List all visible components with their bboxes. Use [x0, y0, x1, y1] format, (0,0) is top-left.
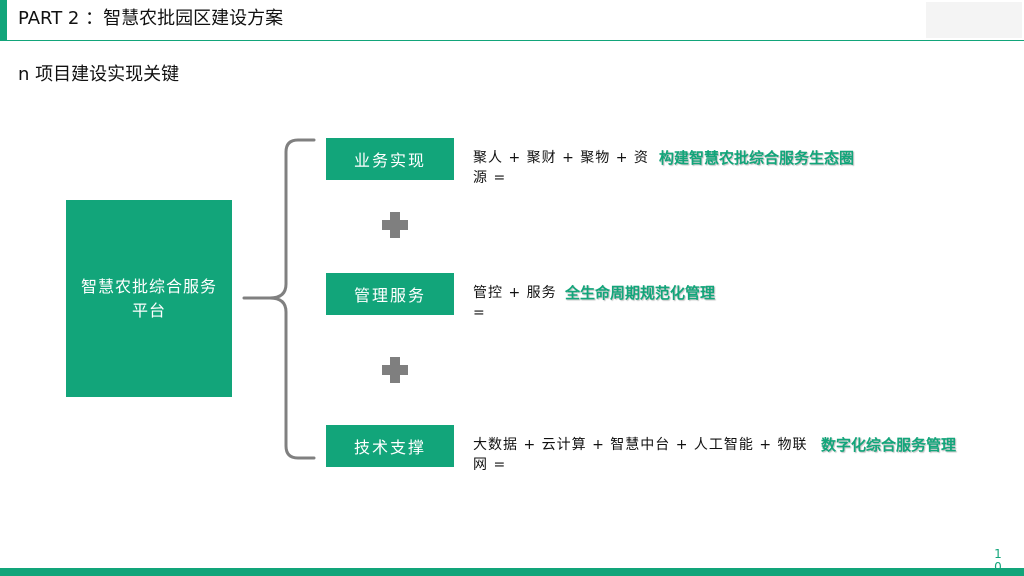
header-accent-bar: [0, 0, 7, 40]
formula-text: 聚人 + 聚财 + 聚物 + 资源 =: [473, 150, 649, 186]
formula-text: 管控 + 服务 =: [473, 285, 557, 321]
pill-label: 业务实现: [353, 151, 426, 170]
page-number: 1 0: [994, 547, 1002, 574]
bracket-icon: [242, 138, 316, 460]
platform-box: 智慧农批综合服务平台: [66, 200, 232, 397]
pill-business-implementation: 业务实现: [326, 138, 454, 180]
pill-technical-support: 技术支撑: [326, 425, 454, 467]
formula-highlight: 数字化综合服务管理: [821, 436, 957, 454]
page-title: PART 2 ：智慧农批园区建设方案: [18, 8, 284, 29]
pill-management-service: 管理服务: [326, 273, 454, 315]
plus-icon: [382, 212, 408, 238]
header-decoration-box: [926, 2, 1022, 38]
pill-label: 管理服务: [353, 286, 426, 305]
footer-bar: [0, 568, 1024, 576]
header-divider: [0, 40, 1024, 41]
platform-label: 智慧农批综合服务平台: [80, 276, 217, 320]
section-subtitle: n 项目建设实现关键: [18, 64, 180, 85]
formula-row-management: 管控 + 服务 = 全生命周期规范化管理: [473, 283, 893, 323]
pill-label: 技术支撑: [353, 438, 426, 457]
formula-row-business: 聚人 + 聚财 + 聚物 + 资源 = 构建智慧农批综合服务生态圈: [473, 148, 893, 188]
formula-row-technical: 大数据 + 云计算 + 智慧中台 + 人工智能 + 物联网 = 数字化综合服务管…: [473, 435, 993, 475]
plus-icon: [382, 357, 408, 383]
formula-highlight: 构建智慧农批综合服务生态圈: [659, 149, 855, 167]
formula-text: 大数据 + 云计算 + 智慧中台 + 人工智能 + 物联网 =: [473, 437, 808, 473]
formula-highlight: 全生命周期规范化管理: [565, 284, 716, 302]
